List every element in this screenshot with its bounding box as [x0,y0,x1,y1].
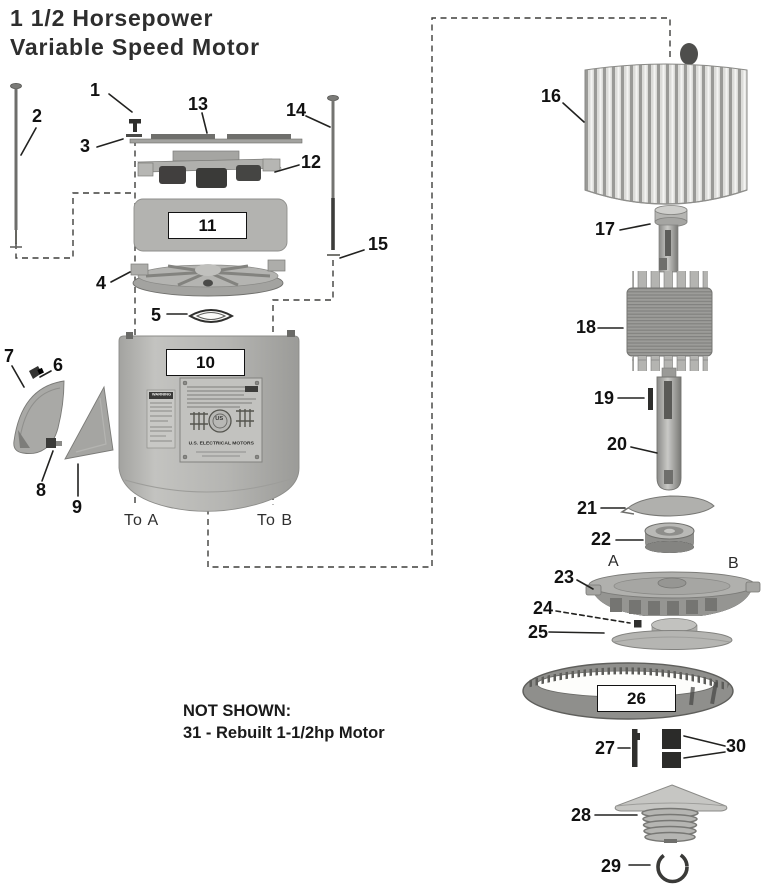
marker-b: B [728,555,739,572]
top-cover-plate [129,134,303,144]
title-line-1: 1 1/2 Horsepower [10,5,214,31]
boxed-label-26: 26 [597,685,676,712]
callout-20: 20 [607,434,628,454]
title-line-2: Variable Speed Motor [10,34,260,61]
through-bolt-left [10,83,22,248]
not-shown-item: 31 - Rebuilt 1-1/2hp Motor [183,724,385,743]
callout-18: 18 [576,317,597,337]
not-shown-note: NOT SHOWN: 31 - Rebuilt 1-1/2hp Motor [183,700,385,745]
not-shown-heading: NOT SHOWN: [183,702,292,720]
motor-housing [118,330,300,512]
callout-23: 23 [554,567,575,587]
nameplate-brand: U.S. ELECTRICAL MOTORS [188,440,254,446]
callout-3: 3 [80,136,91,156]
assembly-connector-lines [15,17,671,568]
callout-21: 21 [577,498,598,518]
callout-2: 2 [32,106,43,126]
fan-clutch [137,150,282,188]
pin-key [632,729,640,767]
bearing [644,522,695,553]
quarter-cover [13,380,65,455]
callout-12: 12 [301,152,322,172]
warning-label-title: WARNING [151,391,172,397]
callout-8: 8 [36,480,47,500]
callout-15: 15 [368,234,389,254]
impeller-fan [130,259,286,297]
shaft-key [648,388,653,410]
callout-30: 30 [726,736,747,756]
square-head-screw [126,119,142,137]
callout-17: 17 [595,219,616,239]
callout-9: 9 [72,497,83,517]
callout-22: 22 [591,529,612,549]
diagram-title: 1 1/2 Horsepower Variable Speed Motor [10,4,260,63]
marker-a: A [608,553,619,570]
callout-1: 1 [90,80,101,100]
shaft-hub-nut [654,205,688,227]
spring-cone-pulley [614,784,728,843]
sliding-cone-pulley [611,618,733,650]
callout-28: 28 [571,805,592,825]
gasket [187,309,235,323]
callout-29: 29 [601,856,622,876]
pulley-key [634,620,642,628]
callout-14: 14 [286,100,307,120]
through-bolt-right [327,95,340,256]
callout-13: 13 [188,94,209,114]
cover-screw-upper [29,366,44,379]
leader-lines [11,93,726,866]
callout-24: 24 [533,598,554,618]
motor-shaft [656,367,682,491]
nameplate [179,377,263,463]
callout-27: 27 [595,738,616,758]
cover-screw-lower [46,438,62,448]
warning-label [146,389,176,449]
retaining-ring [656,850,689,884]
retainer-plate [620,495,715,517]
callout-5: 5 [151,305,162,325]
rotor [626,224,713,371]
callout-4: 4 [96,273,107,293]
callout-19: 19 [594,388,615,408]
boxed-label-11: 11 [168,212,247,239]
to-b-label: To B [257,512,294,529]
pulley-flange [585,571,761,616]
to-a-label: To A [124,512,160,529]
nameplate-logo: US [215,415,224,422]
blower-wheel [584,43,748,205]
callout-25: 25 [528,622,549,642]
callout-16: 16 [541,86,562,106]
triangular-cover [64,385,114,460]
callout-7: 7 [4,346,15,366]
brake-blocks [662,729,681,768]
boxed-label-10: 10 [166,349,245,376]
callout-6: 6 [53,355,64,375]
